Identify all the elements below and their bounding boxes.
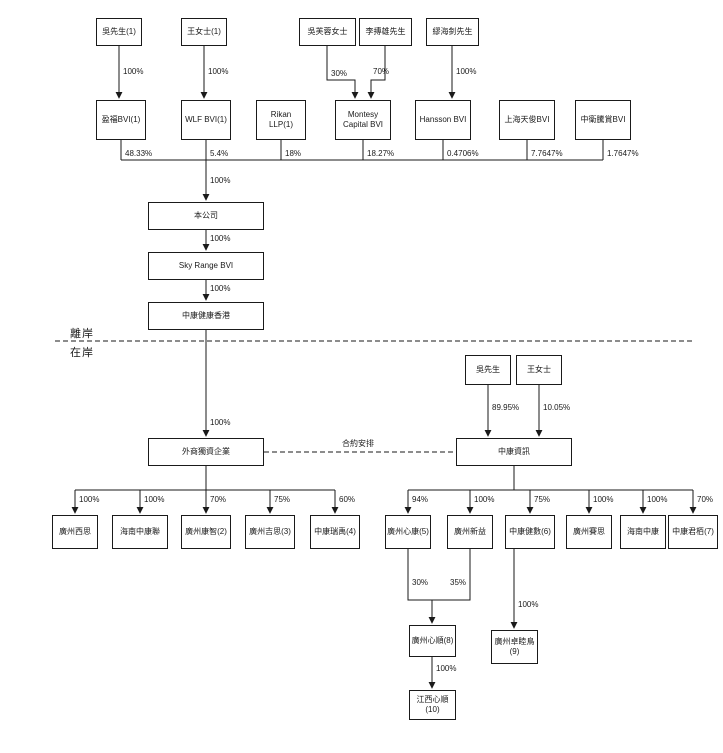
pct-mr-wu: 100%	[123, 67, 144, 76]
pct-zhuomuniao: 100%	[518, 600, 539, 609]
pct-hainan-zhongkanglian: 100%	[144, 495, 165, 504]
pct-shanghai-tianjun-bvi: 7.7647%	[531, 149, 563, 158]
pct-gz-jisi: 75%	[274, 495, 291, 504]
pct-xinshun-from-xinyi: 35%	[450, 578, 467, 587]
pct-yingfu-bvi: 48.33%	[125, 149, 153, 158]
node-founder-wang: 王女士	[516, 355, 562, 385]
pct-gz-xisi: 100%	[79, 495, 100, 504]
pct-sky-range: 100%	[210, 234, 231, 243]
node-guangzhou-zhuomuniao: 廣州卓睦鳥(9)	[491, 630, 538, 664]
pct-xinshun-from-xinkang: 30%	[412, 578, 429, 587]
node-zhongkang-jianshu: 中康健數(6)	[505, 515, 555, 549]
node-ms-wu-furong: 吳芙蓉女士	[299, 18, 356, 46]
pct-gz-xinkang: 94%	[412, 495, 429, 504]
pct-mr-li-tuanxiong: 70%	[373, 67, 390, 76]
pct-zk-jianshu: 75%	[534, 495, 551, 504]
node-company: 本公司	[148, 202, 264, 230]
node-mr-miao-haizhao: 繆海釗先生	[426, 18, 479, 46]
pct-rikan-llp: 18%	[285, 149, 302, 158]
pct-gz-kangzhi: 70%	[210, 495, 227, 504]
pct-mr-miao-haizhao: 100%	[456, 67, 477, 76]
pct-hansson-bvi: 0.4706%	[447, 149, 479, 158]
node-wlf-bvi: WLF BVI(1)	[181, 100, 231, 140]
pct-ms-wu-furong: 30%	[331, 69, 348, 78]
node-zhongkang-junbai: 中康君栢(7)	[668, 515, 718, 549]
pct-zk-health-hk: 100%	[210, 284, 231, 293]
pct-gz-xinyi: 100%	[474, 495, 495, 504]
node-guangzhou-saisi: 廣州賽思	[566, 515, 612, 549]
node-guangzhou-xinshun: 廣州心順(8)	[409, 625, 456, 657]
node-guangzhou-xisi: 廣州西思	[52, 515, 98, 549]
node-guangzhou-xinkang: 廣州心康(5)	[385, 515, 431, 549]
onshore-zone-label: 在岸	[70, 347, 94, 359]
pct-jiangxi-xinshun: 100%	[436, 664, 457, 673]
pct-founder-wu: 89.95%	[492, 403, 520, 412]
pct-zk-junbai: 70%	[697, 495, 714, 504]
node-mr-wu: 吳先生(1)	[96, 18, 142, 46]
node-zhongkang-health-hk: 中康健康香港	[148, 302, 264, 330]
pct-zk-ruiyu: 60%	[339, 495, 356, 504]
node-zhongkang-info: 中康資訊	[456, 438, 572, 466]
node-sky-range-bvi: Sky Range BVI	[148, 252, 264, 280]
contractual-arrangement-label: 合約安排	[342, 439, 374, 448]
pct-wfoe: 100%	[210, 418, 231, 427]
pct-company: 100%	[210, 176, 231, 185]
node-yingfu-bvi: 盈福BVI(1)	[96, 100, 146, 140]
pct-montesy-capital-bvi: 18.27%	[367, 149, 395, 158]
node-hansson-bvi: Hansson BVI	[415, 100, 471, 140]
node-mr-li-tuanxiong: 李摶雄先生	[359, 18, 412, 46]
pct-hainan-zhongkang: 100%	[647, 495, 668, 504]
pct-founder-wang: 10.05%	[543, 403, 571, 412]
pct-gz-saisi: 100%	[593, 495, 614, 504]
pct-zhongwei-bvi: 1.7647%	[607, 149, 639, 158]
node-hainan-zhongkanglian: 海南中康聯	[112, 515, 168, 549]
node-founder-wu: 吳先生	[465, 355, 511, 385]
offshore-zone-label: 離岸	[70, 328, 94, 340]
pct-ms-wang: 100%	[208, 67, 229, 76]
node-hainan-zhongkang: 海南中康	[620, 515, 666, 549]
node-guangzhou-kangzhi: 廣州康智(2)	[181, 515, 231, 549]
node-zhongwei-bvi: 中衛騰賞BVI	[575, 100, 631, 140]
node-zhongkang-ruiyu: 中康瑞禹(4)	[310, 515, 360, 549]
node-montesy-capital-bvi: Montesy Capital BVI	[335, 100, 391, 140]
node-jiangxi-xinshun: 江西心順(10)	[409, 690, 456, 720]
node-shanghai-tianjun-bvi: 上海天俊BVI	[499, 100, 555, 140]
pct-wlf-bvi: 5.4%	[210, 149, 229, 158]
node-guangzhou-jisi: 廣州吉思(3)	[245, 515, 295, 549]
node-rikan-llp: Rikan LLP(1)	[256, 100, 306, 140]
node-ms-wang: 王女士(1)	[181, 18, 227, 46]
node-wfoe: 外商獨資企業	[148, 438, 264, 466]
node-guangzhou-xinyi: 廣州新益	[447, 515, 493, 549]
